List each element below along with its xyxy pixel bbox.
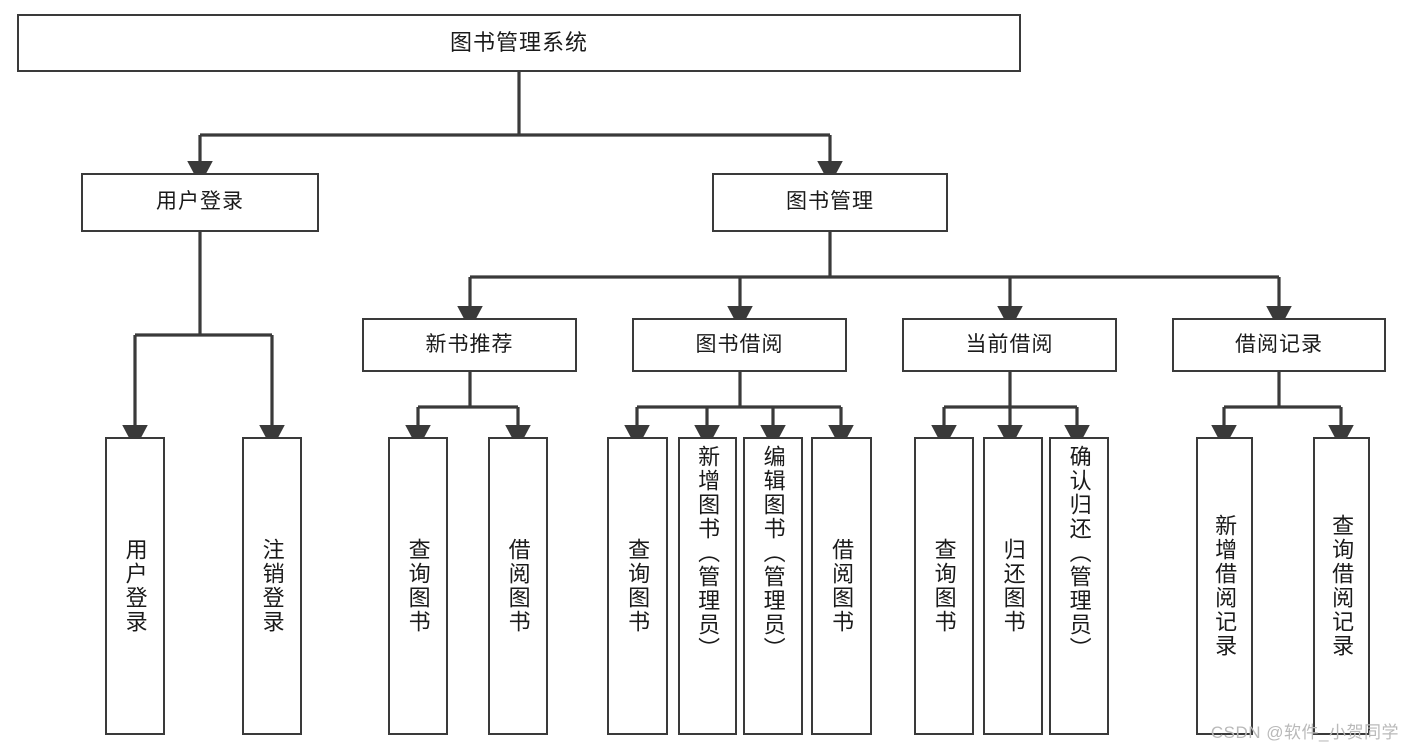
node-current-borrow-label: 当前借阅 [965, 332, 1054, 356]
node-current-borrow[interactable]: 当前借阅 [902, 318, 1117, 372]
node-leaf-borrow-book-1[interactable]: 借阅图书 [488, 437, 548, 735]
node-leaf-logout-label: 注销登录 [259, 538, 285, 634]
node-leaf-borrow-book-2[interactable]: 借阅图书 [811, 437, 872, 735]
node-leaf-add-record-label: 新增借阅记录 [1212, 514, 1238, 658]
node-new-book-rec[interactable]: 新书推荐 [362, 318, 577, 372]
node-leaf-user-login-label: 用户登录 [122, 538, 148, 634]
node-borrow-record-label: 借阅记录 [1235, 332, 1323, 356]
node-book-borrow-label: 图书借阅 [695, 332, 784, 356]
node-root-label: 图书管理系统 [449, 30, 588, 56]
node-new-book-rec-label: 新书推荐 [425, 332, 514, 356]
node-leaf-return-book-label: 归还图书 [1000, 538, 1026, 634]
node-leaf-add-book-label: 新增图书（管理员） [695, 445, 721, 661]
node-book-borrow[interactable]: 图书借阅 [632, 318, 847, 372]
node-book-manage-label: 图书管理 [786, 190, 874, 214]
node-root[interactable]: 图书管理系统 [17, 14, 1021, 72]
node-leaf-borrow-book-1-label: 借阅图书 [505, 538, 531, 634]
node-leaf-confirm-return-label: 确认归还（管理员） [1066, 445, 1092, 661]
node-leaf-edit-book-label: 编辑图书（管理员） [760, 445, 786, 661]
node-leaf-query-book-2[interactable]: 查询图书 [607, 437, 668, 735]
node-leaf-query-book-1[interactable]: 查询图书 [388, 437, 448, 735]
node-leaf-add-book[interactable]: 新增图书（管理员） [678, 437, 737, 735]
node-leaf-query-book-3-label: 查询图书 [931, 538, 957, 634]
node-leaf-return-book[interactable]: 归还图书 [983, 437, 1043, 735]
node-borrow-record[interactable]: 借阅记录 [1172, 318, 1386, 372]
node-leaf-borrow-book-2-label: 借阅图书 [829, 538, 855, 634]
node-user-login-label: 用户登录 [156, 190, 244, 214]
node-leaf-query-book-1-label: 查询图书 [405, 538, 431, 634]
node-leaf-query-book-3[interactable]: 查询图书 [914, 437, 974, 735]
node-leaf-confirm-return[interactable]: 确认归还（管理员） [1049, 437, 1109, 735]
node-user-login[interactable]: 用户登录 [81, 173, 319, 232]
node-leaf-edit-book[interactable]: 编辑图书（管理员） [743, 437, 803, 735]
node-leaf-add-record[interactable]: 新增借阅记录 [1196, 437, 1253, 735]
node-leaf-logout[interactable]: 注销登录 [242, 437, 302, 735]
node-leaf-query-book-2-label: 查询图书 [625, 538, 651, 634]
node-leaf-query-record[interactable]: 查询借阅记录 [1313, 437, 1370, 735]
node-book-manage[interactable]: 图书管理 [712, 173, 948, 232]
node-leaf-query-record-label: 查询借阅记录 [1329, 514, 1355, 658]
node-leaf-user-login[interactable]: 用户登录 [105, 437, 165, 735]
